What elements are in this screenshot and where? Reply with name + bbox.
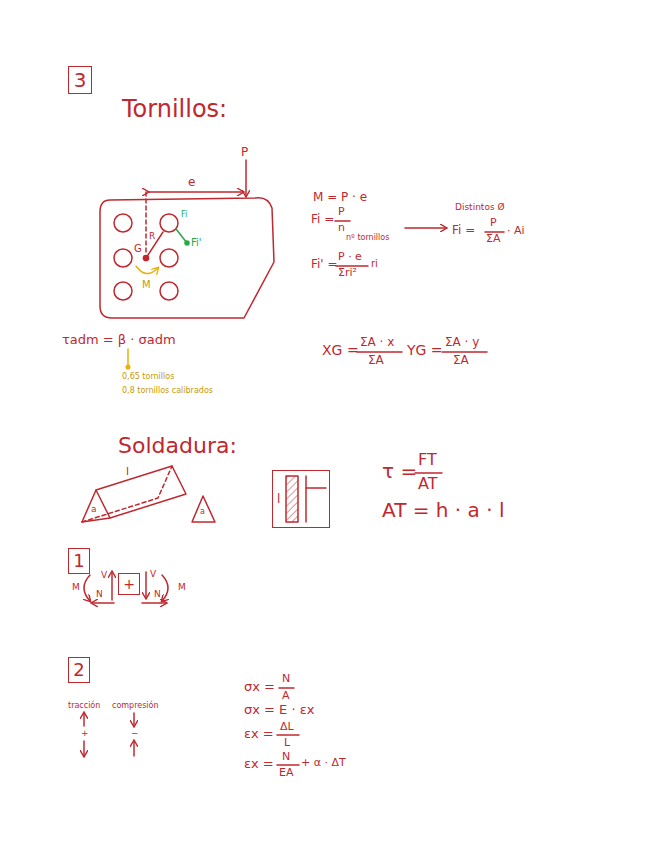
formula: M = P · e	[313, 191, 367, 203]
formula: EA	[279, 767, 293, 778]
dimension-label: l	[126, 466, 129, 477]
formula: AT = h · a · l	[382, 500, 504, 520]
formula: Fi' =	[311, 258, 338, 270]
node-text: 1	[73, 552, 84, 570]
dimension-label: a	[91, 505, 97, 514]
node-text: 3	[74, 70, 87, 90]
force-label: V	[150, 570, 156, 579]
formula: A	[282, 690, 290, 701]
sign-label: compresión	[112, 702, 159, 710]
force-label: Fi	[181, 211, 187, 219]
formula: σx = E · εx	[244, 703, 314, 716]
formula: FT	[418, 452, 437, 468]
formula: P · e	[338, 251, 362, 262]
formula: N	[282, 751, 290, 762]
force-label: M	[178, 583, 186, 592]
formula: n	[338, 222, 345, 233]
section-number-box: 3	[68, 66, 92, 94]
formula: ΣA	[486, 233, 500, 244]
note: 0,8 tornillos calibrados	[122, 387, 213, 395]
section-heading: Tornillos:	[122, 97, 227, 121]
formula: ΣA · y	[445, 336, 479, 348]
formula: τ =	[382, 461, 417, 481]
force-label: N	[154, 590, 161, 599]
note: 0,65 tornillos	[122, 373, 174, 381]
radius-label: R	[149, 232, 155, 241]
formula: XG =	[322, 343, 359, 357]
node-text: +	[123, 577, 135, 591]
formula: ΔL	[280, 721, 294, 732]
section-heading: Soldadura:	[118, 435, 237, 457]
node-text: l	[277, 493, 280, 505]
sign-label: tracción	[68, 702, 100, 710]
formula-note: Distintos Ø	[455, 203, 505, 212]
dimension-label: e	[188, 176, 195, 188]
force-label: V	[101, 571, 107, 580]
formula: ri	[371, 259, 378, 269]
moment-label: M	[142, 280, 151, 290]
formula: P	[490, 217, 497, 228]
formula: P	[338, 206, 345, 217]
node-text: 2	[73, 661, 84, 679]
formula: εx =	[244, 757, 274, 770]
formula: εx =	[244, 727, 274, 740]
sign-box: +	[118, 573, 140, 595]
sign-label: +	[81, 729, 89, 738]
formula: τadm = β · σadm	[62, 333, 176, 346]
formula: Fi =	[311, 213, 334, 225]
sign-label: −	[131, 729, 139, 738]
formula: σx =	[244, 680, 275, 693]
formula: ΣA	[453, 354, 469, 366]
weld-box: l	[272, 470, 330, 528]
formula: L	[284, 737, 290, 748]
formula: + α · ΔT	[301, 757, 346, 768]
formula: ΣA · x	[360, 336, 394, 348]
plate-outline	[100, 198, 274, 318]
section-number-box: 1	[68, 548, 90, 574]
formula: N	[282, 673, 290, 684]
formula: · Ai	[507, 225, 525, 236]
force-label: N	[96, 590, 103, 599]
force-label: M	[72, 583, 80, 592]
load-label: P	[241, 146, 248, 158]
formula: Fi =	[452, 224, 475, 236]
dimension-label: a	[200, 508, 205, 516]
section-number-box: 2	[68, 657, 90, 683]
centroid-label: G	[134, 244, 142, 254]
force-label: Fi'	[191, 238, 202, 248]
formula-note: nº tornillos	[346, 234, 389, 242]
formula: YG =	[407, 343, 443, 357]
formula: AT	[418, 476, 437, 492]
formula: ΣA	[368, 354, 384, 366]
formula: Σri²	[338, 267, 357, 278]
